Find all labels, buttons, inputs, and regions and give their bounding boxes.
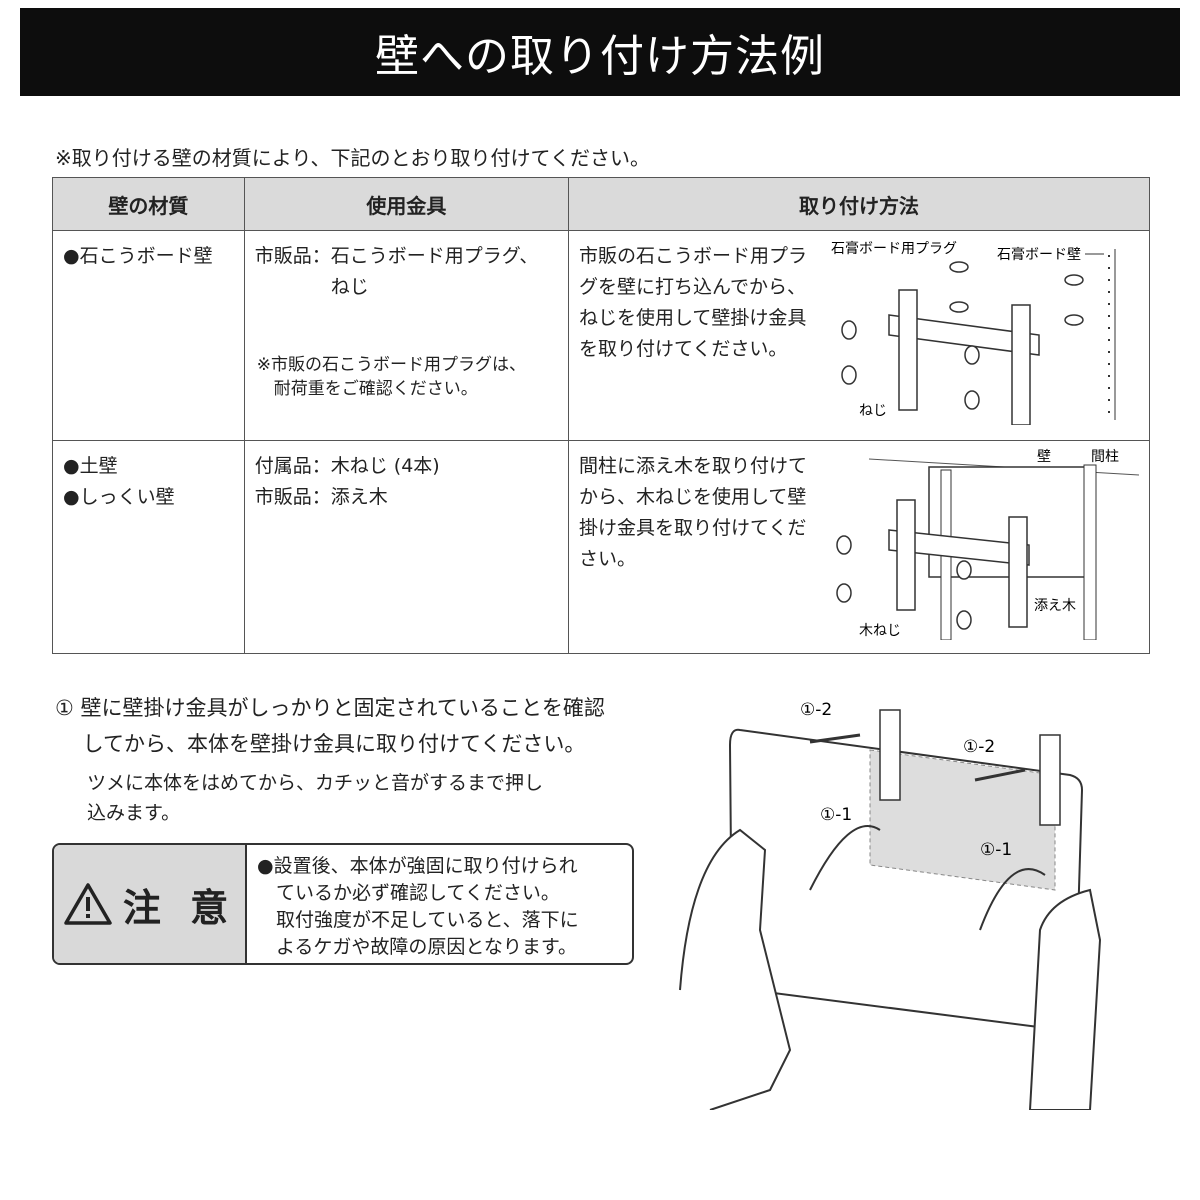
hardware-note: ※市販の石こうボード用プラグは、 (256, 355, 527, 375)
label-screw: ねじ (859, 403, 887, 419)
hardware: 付属品：木ねじ (4本) (254, 455, 440, 477)
header-material: 壁の材質 (52, 177, 245, 231)
label-step-1-2: ①-2 (963, 737, 995, 757)
table-row: ●石こうボード壁 市販品：石こうボード用プラグ、 ねじ ※市販の石こうボード用プ… (52, 230, 1150, 441)
label-step-1-1: ①-1 (980, 840, 1012, 860)
label-wood-screw: 木ねじ (859, 623, 901, 639)
label-stud: 間柱 (1091, 449, 1119, 465)
table-header: 壁の材質 使用金具 取り付け方法 (52, 177, 1150, 231)
label-step-1-1: ①-1 (820, 805, 852, 825)
caution-text: ているか必ず確認してください。 (257, 882, 560, 904)
method-text: 市販の石こうボード用プラグを壁に打ち込んでから、ねじを使用して壁掛け金具を取り付… (579, 245, 808, 360)
mounting-illustration: ①-2 ①-2 ①-1 ①-1 (679, 700, 1102, 1110)
label-step-1-2: ①-2 (800, 700, 832, 720)
hardware: ねじ (254, 276, 369, 298)
hardware: 市販品：石こうボード用プラグ、 (254, 245, 539, 267)
detail-text: ツメに本体をはめてから、カチッと音がするまで押し (87, 772, 544, 794)
step-text: ① 壁に壁掛け金具がしっかりと固定されていることを確認 (55, 696, 605, 720)
left-hand-icon (679, 828, 792, 1110)
method-text: 間柱に添え木を取り付けてから、木ねじを使用して壁掛け金具を取り付けてください。 (579, 455, 808, 570)
label-plug: 石膏ボード用プラグ (831, 240, 957, 257)
label-wall: 壁 (1037, 449, 1051, 465)
mounting-table: 壁の材質 使用金具 取り付け方法 ●石こうボード壁 市販品：石こうボード用プラグ… (52, 177, 1150, 654)
table-row: ●土壁 ●しっくい壁 付属品：木ねじ (4本) 市販品：添え木 間柱に添え木を取り付… (52, 440, 1150, 654)
right-hand-icon (1028, 888, 1102, 1110)
caution-text: 取付強度が不足していると、落下に (257, 909, 579, 931)
material: ●石こうボード壁 (63, 245, 213, 267)
page-title: 壁への取り付け方法例 (20, 8, 1180, 96)
label-splint: 添え木 (1034, 598, 1076, 614)
caution-label: 注 意 (122, 885, 237, 930)
intro-note: ※取り付ける壁の材質により、下記のとおり取り付けてください。 (55, 146, 650, 170)
step-1: ① 壁に壁掛け金具がしっかりと固定されていることを確認 してから、本体を壁掛け金… (55, 690, 605, 762)
hardware: 市販品：添え木 (254, 486, 388, 508)
material: ●しっくい壁 (63, 486, 175, 508)
plasterboard-illustration: 石膏ボード用プラグ 石膏ボード壁 ねじ (831, 240, 1116, 425)
header-hardware: 使用金具 (243, 177, 570, 231)
caution-text: よるケガや故障の原因となります。 (257, 936, 577, 958)
caution-text: ●設置後、本体が強固に取り付けられ (257, 855, 578, 877)
label-wall: 石膏ボード壁 (997, 246, 1081, 263)
material: ●土壁 (63, 455, 118, 477)
warning-icon (64, 883, 112, 925)
stud-illustration: 壁 間柱 添え木 木ねじ (836, 449, 1139, 640)
header-method: 取り付け方法 (568, 177, 1150, 231)
caution-box: 注 意 ●設置後、本体が強固に取り付けられ ているか必ず確認してください。 取付… (52, 843, 634, 965)
step-text: してから、本体を壁掛け金具に取り付けてください。 (55, 732, 586, 756)
step-1-detail: ツメに本体をはめてから、カチッと音がするまで押し込みます。 (87, 768, 543, 828)
detail-text: 込みます。 (87, 802, 181, 824)
hardware-note: 耐荷重をご確認ください。 (256, 379, 478, 399)
